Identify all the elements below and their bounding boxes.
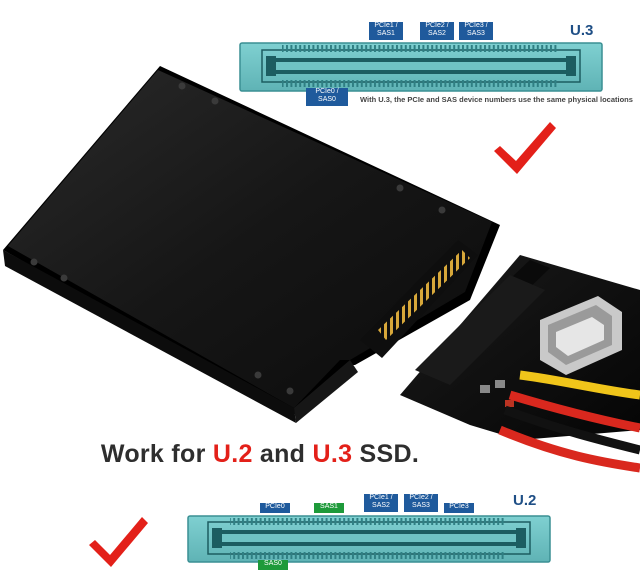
u3-label-pcie2-sas2: PCIe2 / SAS2: [420, 22, 454, 40]
u3-title: U.3: [570, 22, 594, 39]
u2-label-pcie3: PCIe3: [444, 503, 474, 513]
headline: Work for U.2 and U.3 SSD.: [0, 440, 520, 469]
ssd-enclosure: [3, 66, 500, 423]
u3-caption: With U.3, the PCIe and SAS device number…: [360, 95, 633, 104]
headline-mid: and: [252, 440, 313, 468]
check-icon: [89, 517, 148, 567]
u2-label-pcie2-sas3: PCIe2 / SAS3: [404, 494, 438, 512]
u2-label-pcie1-sas2: PCIe1 / SAS2: [364, 494, 398, 512]
u2-label-pcie0: PCIe0: [260, 503, 290, 513]
headline-u3: U.3: [312, 440, 353, 468]
u3-label-pcie3-sas3: PCIe3 / SAS3: [459, 22, 493, 40]
u2-connector-diagram: [187, 515, 551, 563]
headline-u2: U.2: [212, 440, 253, 468]
adapter-board: [400, 255, 640, 473]
u3-label-pcie1-sas1: PCIe1 / SAS1: [369, 22, 403, 40]
headline-suffix: SSD.: [352, 440, 420, 468]
u3-connector-diagram: [239, 42, 603, 92]
u3-label-pcie0-sas0: PCIe0 / SAS0: [306, 88, 348, 106]
check-icon: [494, 122, 556, 174]
u2-title: U.2: [513, 492, 537, 509]
u2-label-sas0: SAS0: [258, 560, 288, 570]
headline-prefix: Work for: [100, 440, 213, 468]
u2-label-sas1: SAS1: [314, 503, 344, 513]
